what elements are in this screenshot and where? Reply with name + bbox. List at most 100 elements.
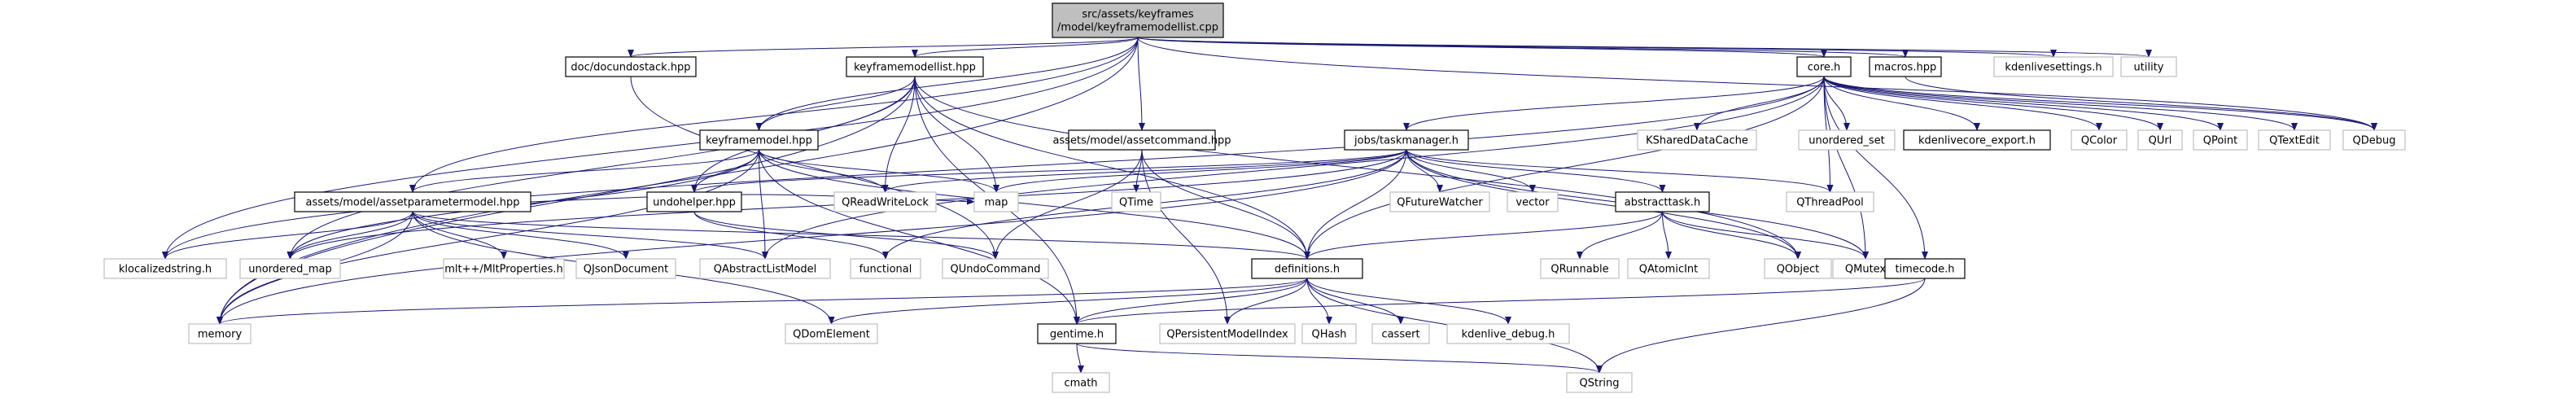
node-label: unordered_set [1808, 135, 1884, 147]
node-box [1052, 2, 1224, 38]
node-assetparam[interactable]: assets/model/assetparametermodel.hpp [294, 191, 531, 212]
node-label: assets/model/assetparametermodel.hpp [306, 197, 520, 209]
node-box [188, 323, 251, 344]
node-label: klocalizedstring.h [119, 264, 212, 276]
edge-root-to-kflist [912, 37, 1139, 58]
edge-core-to-qpoint [1823, 76, 2224, 131]
node-undohelper[interactable]: undohelper.hpp [646, 191, 742, 212]
node-corexport[interactable]: kdenlivecore_export.h [1903, 129, 2051, 151]
edge-definitions-to-qdomel [828, 278, 1308, 325]
edge-root-to-klocal [162, 37, 1139, 260]
edge-kflist-to-definitions [914, 76, 1310, 260]
node-label: unordered_map [248, 264, 332, 276]
edge-core-to-klocal [162, 76, 1825, 260]
node-kflist[interactable]: keyframemodellist.hpp [846, 56, 984, 77]
edge-core-to-qtextedit [1823, 76, 2298, 131]
node-gentime[interactable]: gentime.h [1037, 323, 1117, 344]
node-qatomic: QAtomicInt [1627, 258, 1710, 279]
node-label: macros.hpp [1874, 62, 1936, 74]
node-qdomel: QDomElement [785, 323, 878, 344]
node-assetcmd[interactable]: assets/model/assetcommand.hpp [1053, 129, 1231, 151]
edge-gentime-to-cmath [1076, 343, 1084, 374]
edge-taskmgr-to-qobject [1406, 149, 1801, 260]
node-box [2137, 129, 2183, 151]
node-abstracttask[interactable]: abstracttask.h [1615, 191, 1710, 212]
node-timecode[interactable]: timecode.h [1884, 258, 1966, 279]
node-label: keyframemodel.hpp [706, 135, 812, 147]
node-qthreadpool: QThreadPool [1786, 191, 1874, 212]
edge-core-to-timecode [1823, 76, 1928, 260]
edge-definitions-to-qpersist [1224, 278, 1308, 325]
edge-timecode-to-gentime [1074, 278, 1926, 325]
node-klocal: klocalizedstring.h [103, 258, 227, 279]
node-core[interactable]: core.h [1796, 56, 1852, 77]
edge-kfmodel-to-definitions [759, 149, 1310, 260]
node-kshared: KSharedDataCache [1637, 129, 1757, 151]
edge-assetparam-to-unordmap [286, 211, 413, 260]
edge-gentime-to-qstring [1076, 343, 1603, 374]
node-memory: memory [188, 323, 251, 344]
edge-core-to-qurl [1823, 76, 2163, 131]
edge-taskmgr-to-definitions [1304, 149, 1407, 260]
node-macros[interactable]: macros.hpp [1869, 56, 1942, 77]
node-label: cassert [1381, 329, 1419, 341]
node-label: QAtomicInt [1639, 264, 1699, 276]
node-label: assets/model/assetcommand.hpp [1053, 135, 1231, 147]
node-root[interactable]: src/assets/keyframes/model/keyframemodel… [1052, 2, 1224, 38]
node-label: utility [2134, 62, 2164, 74]
node-label: QRunnable [1550, 264, 1608, 276]
edge-core-to-qcolor [1823, 76, 2102, 131]
node-box [1796, 56, 1852, 77]
node-box [1251, 258, 1363, 279]
node-box [1903, 129, 2051, 151]
edge-core-to-qabslist [762, 76, 1825, 260]
edge-root-to-assetparam [409, 37, 1139, 193]
edge-abstracttask-to-qmutex [1662, 211, 1869, 260]
node-box [1993, 56, 2114, 77]
edge-root-to-kdensettings [1137, 37, 2057, 58]
node-box [973, 191, 1019, 212]
node-label: QFutureWatcher [1397, 197, 1483, 209]
edge-kfmodel-to-map [759, 149, 999, 193]
node-kfmodel[interactable]: keyframemodel.hpp [699, 129, 819, 151]
edge-taskmgr-to-vector [1406, 149, 1536, 193]
node-kdensettings: kdenlivesettings.h [1993, 56, 2114, 77]
node-definitions[interactable]: definitions.h [1251, 258, 1363, 279]
node-box [1540, 258, 1620, 279]
edge-root-to-utility [1137, 37, 2152, 58]
edge-kfmodel-to-qrwlock [759, 149, 889, 193]
node-qcolor: QColor [2071, 129, 2128, 151]
edge-taskmgr-to-map [993, 149, 1407, 193]
node-box [942, 258, 1049, 279]
edge-undohelper-to-functional [693, 211, 889, 260]
node-label: undohelper.hpp [653, 197, 736, 209]
node-qhash: QHash [1301, 323, 1357, 344]
node-box [1869, 56, 1942, 77]
node-label: QDebug [2353, 135, 2396, 147]
edge-assetparam-to-klocal [162, 211, 413, 260]
edge-taskmgr-to-undohelper [691, 149, 1407, 193]
node-label: kdenlive_debug.h [1462, 329, 1555, 341]
node-label: functional [859, 264, 912, 276]
node-label: QAbstractListModel [714, 264, 817, 276]
node-label: keyframemodellist.hpp [854, 62, 976, 74]
node-label: QUrl [2149, 135, 2172, 147]
node-taskmgr[interactable]: jobs/taskmanager.h [1344, 129, 1469, 151]
edge-core-to-corexport [1823, 76, 1980, 131]
edge-macros-to-qdebug [1905, 76, 2377, 131]
edge-undohelper-to-qundocmd [693, 211, 999, 260]
edge-kflist-to-unordmap [286, 76, 916, 260]
node-docundo[interactable]: doc/docundostack.hpp [565, 56, 697, 77]
node-qabslist: QAbstractListModel [699, 258, 831, 279]
edge-abstracttask-to-qrunnable [1577, 211, 1663, 260]
node-box [1389, 191, 1490, 212]
node-box [1371, 323, 1430, 344]
node-box [1884, 258, 1966, 279]
node-label: QTime [1119, 197, 1153, 209]
node-label: jobs/taskmanager.h [1354, 135, 1459, 147]
node-label: mlt++/MltProperties.h [444, 264, 563, 276]
node-box [1446, 323, 1570, 344]
edge-kfmodel-to-undohelper [691, 149, 759, 193]
node-label: QDomElement [793, 329, 870, 341]
edge-root-to-memory [216, 37, 1139, 325]
